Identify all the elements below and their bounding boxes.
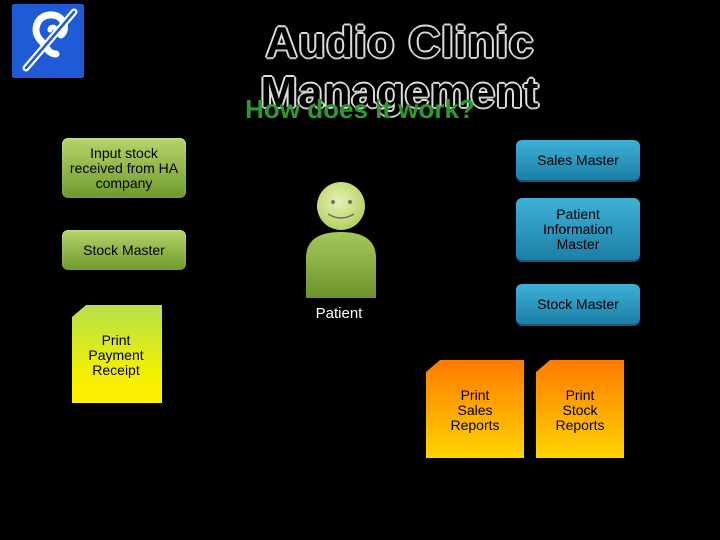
note-fold-shape bbox=[426, 360, 440, 372]
hearing-accessibility-logo bbox=[12, 4, 84, 78]
person-smiley-icon bbox=[306, 182, 376, 298]
print-sales-reports-note: Print Sales Reports bbox=[426, 360, 524, 458]
patient-label: Patient bbox=[300, 305, 378, 322]
input-stock-box: Input stock received from HA company bbox=[62, 138, 186, 198]
stock-master-left-label: Stock Master bbox=[83, 241, 165, 258]
sales-master-box: Sales Master bbox=[516, 140, 640, 180]
note-fold-shape bbox=[536, 360, 550, 372]
print-sales-reports-label: Print Sales Reports bbox=[450, 387, 500, 433]
patient-information-master-label: Patient Information Master bbox=[542, 205, 614, 252]
stock-master-right-label: Stock Master bbox=[537, 295, 619, 312]
print-stock-reports-note: Print Stock Reports bbox=[536, 360, 624, 458]
print-stock-reports-label: Print Stock Reports bbox=[555, 387, 605, 433]
page-subtitle: How does it work? bbox=[245, 94, 475, 124]
input-stock-label: Input stock received from HA company bbox=[69, 144, 179, 191]
sales-master-label: Sales Master bbox=[537, 151, 619, 168]
hearing-accessibility-icon bbox=[22, 8, 78, 72]
patient-figure bbox=[300, 180, 382, 300]
stock-master-right-box: Stock Master bbox=[516, 284, 640, 324]
patient-information-master-box: Patient Information Master bbox=[516, 198, 640, 260]
page-title: Audio Clinic Management bbox=[260, 18, 540, 117]
note-fold-shape bbox=[72, 305, 86, 317]
print-payment-receipt-note: Print Payment Receipt bbox=[72, 305, 162, 403]
stock-master-left-box: Stock Master bbox=[62, 230, 186, 270]
print-payment-receipt-label: Print Payment Receipt bbox=[88, 332, 144, 378]
